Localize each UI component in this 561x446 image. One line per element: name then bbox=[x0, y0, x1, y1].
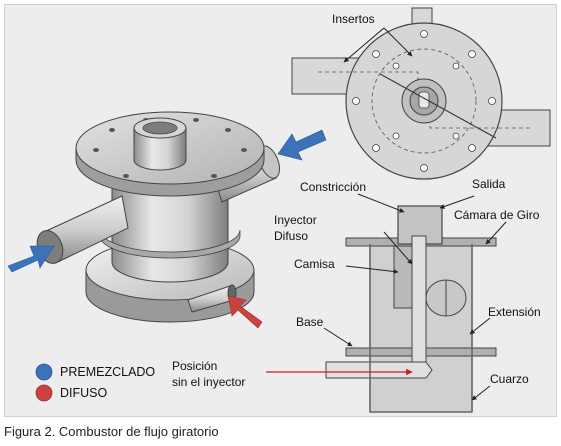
label-extension: Extensión bbox=[488, 305, 541, 319]
label-camisa: Camisa bbox=[294, 257, 335, 271]
label-constriccion: Constricción bbox=[300, 180, 366, 194]
legend-swatch-difuso bbox=[35, 384, 53, 402]
premezclado-arrow-left bbox=[7, 245, 55, 273]
label-posicion: Posición bbox=[172, 359, 217, 373]
annotation-leaders bbox=[323, 27, 507, 401]
label-salida: Salida bbox=[472, 177, 506, 191]
label-difuso: Difuso bbox=[274, 229, 308, 243]
combustor-top-view bbox=[291, 7, 551, 180]
label-base: Base bbox=[296, 315, 324, 329]
legend-swatch-premezclado bbox=[35, 363, 53, 381]
label-sin-el-inyector: sin el inyector bbox=[172, 375, 245, 389]
figure-caption: Figura 2. Combustor de flujo giratorio bbox=[4, 424, 219, 439]
difuso-arrow bbox=[227, 295, 263, 329]
legend-label-premezclado: PREMEZCLADO bbox=[60, 365, 155, 379]
premezclado-arrow-right bbox=[277, 129, 327, 161]
label-insertos: Insertos bbox=[332, 12, 375, 26]
combustor-section-view bbox=[325, 205, 497, 413]
combustor-3d-view bbox=[36, 111, 280, 323]
label-cuarzo: Cuarzo bbox=[490, 372, 529, 386]
label-camara-de-giro: Cámara de Giro bbox=[454, 208, 540, 222]
legend: PREMEZCLADO DIFUSO bbox=[35, 363, 155, 402]
legend-label-difuso: DIFUSO bbox=[60, 386, 108, 400]
diagram-labels: Insertos Constricción Salida Inyector Di… bbox=[172, 12, 541, 389]
label-inyector: Inyector bbox=[274, 213, 317, 227]
flow-arrows bbox=[7, 129, 327, 329]
